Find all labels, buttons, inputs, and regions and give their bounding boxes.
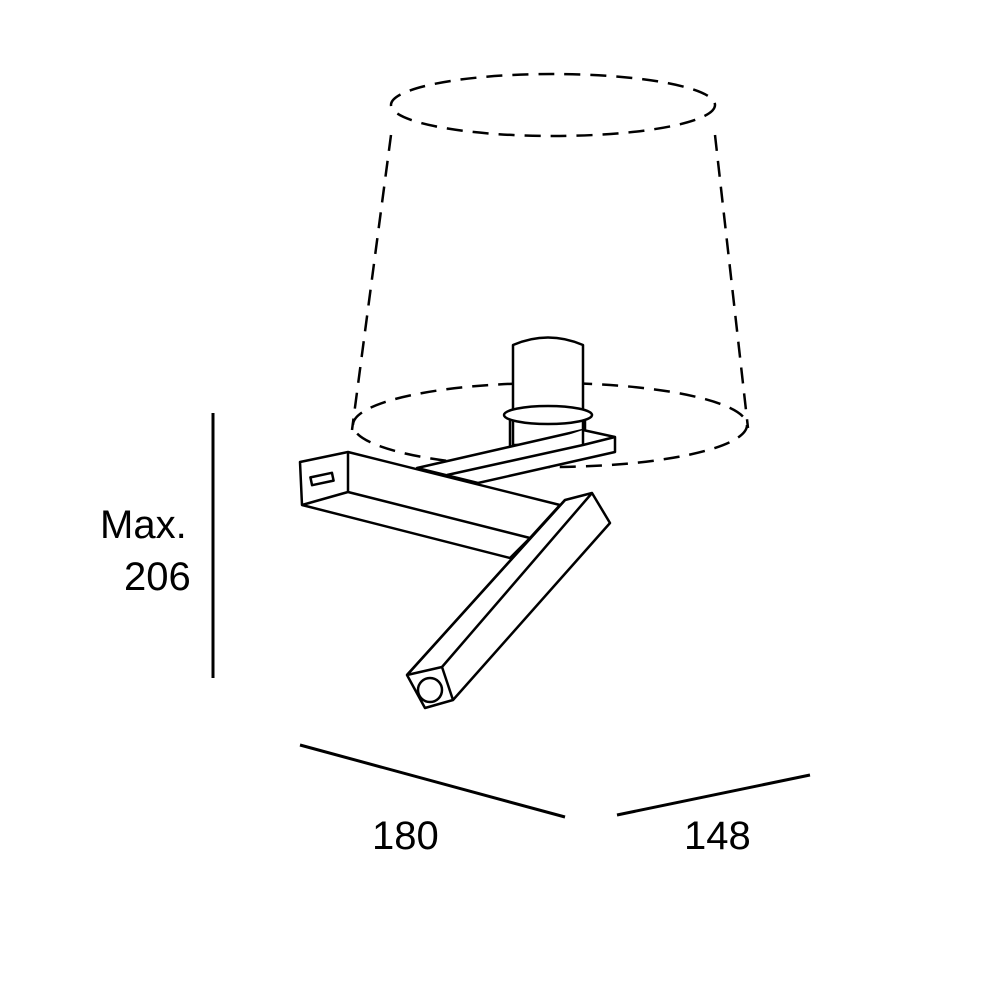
width-dimension-line (299, 743, 566, 819)
height-label-max: Max. (100, 503, 187, 547)
width-label: 180 (372, 814, 439, 858)
shade-top-ellipse (389, 72, 717, 138)
led-lens-icon (416, 676, 444, 704)
shade-bottom-ellipse (351, 381, 749, 469)
shade-right-edge (713, 134, 750, 429)
dimension-lines (211, 413, 811, 819)
height-label-value: 206 (124, 555, 191, 599)
usb-port-icon (309, 471, 335, 487)
reading-light-arm (405, 491, 612, 710)
lampshade-outline (350, 72, 750, 469)
back-arm (415, 428, 617, 485)
shade-left-edge (350, 134, 393, 431)
depth-label: 148 (684, 814, 751, 858)
lamp-holder-cylinder (502, 336, 594, 447)
depth-dimension-line (616, 773, 811, 817)
